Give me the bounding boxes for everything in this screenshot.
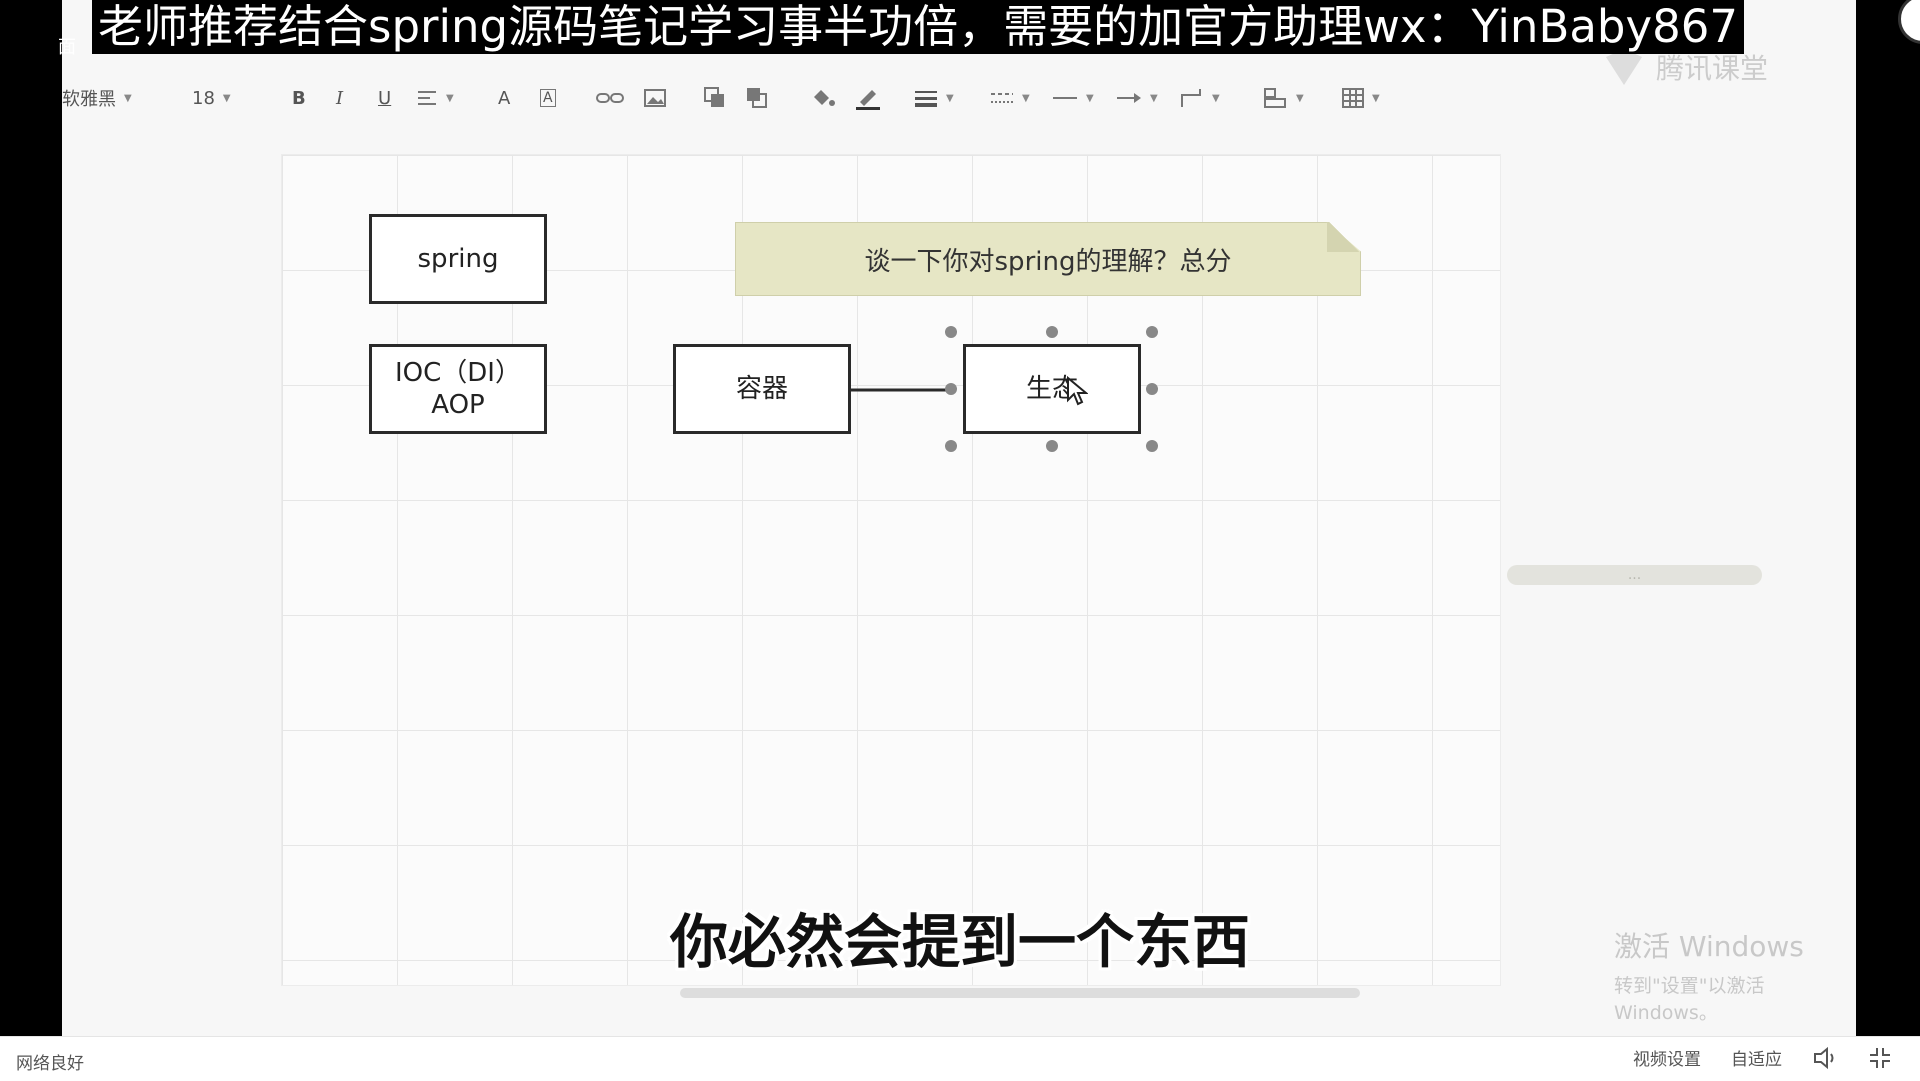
player-status-bar: 网络良好 视频设置 自适应 <box>0 1036 1920 1081</box>
fill-color-button[interactable] <box>810 72 836 124</box>
connector-style-button[interactable]: ▼ <box>1180 72 1220 124</box>
activate-windows-watermark: 激活 Windows 转到"设置"以激活 Windows。 <box>1614 925 1856 1025</box>
line-start-button[interactable]: ▼ <box>1052 72 1094 124</box>
resize-handle-bottom-left[interactable] <box>945 440 957 452</box>
mouse-cursor-icon <box>1067 376 1088 406</box>
line-color-button[interactable] <box>854 72 882 124</box>
font-color-icon: A <box>498 87 511 109</box>
node-container[interactable]: 容器 <box>673 344 851 434</box>
promo-banner-text: 老师推荐结合spring源码笔记学习事半功倍，需要的加官方助理wx：YinBab… <box>98 0 1738 53</box>
chevron-down-icon: ▼ <box>222 92 231 104</box>
auto-fit-button[interactable]: 自适应 <box>1731 1050 1782 1070</box>
align-button[interactable]: ▼ <box>416 72 454 124</box>
chevron-down-icon: ▼ <box>446 92 454 104</box>
node-label: 容器 <box>735 374 788 404</box>
logo-text: 腾讯课堂 <box>1656 52 1769 85</box>
node-label: spring <box>417 244 499 274</box>
watermark-title: 激活 Windows <box>1614 930 1804 963</box>
node-spring[interactable]: spring <box>369 214 547 304</box>
chevron-down-icon: ▼ <box>1212 92 1220 104</box>
node-label-line2: AOP <box>431 390 485 420</box>
resize-handle-bottom[interactable] <box>1046 440 1058 452</box>
exit-fullscreen-icon[interactable] <box>1868 1046 1892 1070</box>
line-end-button[interactable]: ▼ <box>1116 72 1158 124</box>
resize-handle-bottom-right[interactable] <box>1146 440 1158 452</box>
bold-icon: B <box>292 87 306 109</box>
node-label-line1: IOC（DI） <box>395 358 521 388</box>
node-ecosystem[interactable]: 生态 <box>963 344 1141 434</box>
network-status: 网络良好 <box>16 1054 84 1074</box>
font-size-select[interactable]: 18 ▼ <box>192 72 231 124</box>
pen-icon <box>856 90 880 110</box>
image-icon <box>644 89 666 107</box>
bring-front-icon <box>704 87 724 107</box>
volume-icon[interactable] <box>1812 1046 1838 1070</box>
watermark-logo: 腾讯课堂 <box>1602 44 1856 90</box>
line-weight-button[interactable]: ▼ <box>914 72 954 124</box>
dashed-line-icon <box>991 93 1013 103</box>
italic-icon: I <box>336 87 344 109</box>
link-icon <box>596 93 624 103</box>
resize-handle-top[interactable] <box>1046 326 1058 338</box>
format-toolbar: 软雅黑 ▼ 18 ▼ B I U ▼ A A <box>62 72 1856 124</box>
italic-button[interactable]: I <box>336 72 343 124</box>
watermark-subtitle: 转到"设置"以激活 Windows。 <box>1614 975 1765 1024</box>
chevron-down-icon: ▼ <box>1372 92 1380 104</box>
align-icon <box>418 91 436 105</box>
note-shape[interactable]: 谈一下你对spring的理解？总分 <box>735 222 1361 296</box>
text-highlight-icon: A <box>540 89 556 107</box>
table-grid-icon <box>1342 88 1364 108</box>
send-back-icon <box>747 88 767 108</box>
image-button[interactable] <box>644 72 666 124</box>
bring-front-button[interactable] <box>704 72 726 124</box>
chevron-down-icon: ▼ <box>1022 92 1030 104</box>
link-button[interactable] <box>596 72 624 124</box>
diagram-editor-window: 软雅黑 ▼ 18 ▼ B I U ▼ A A <box>62 0 1856 1036</box>
video-settings-button[interactable]: 视频设置 <box>1633 1050 1701 1070</box>
paint-bucket-icon <box>814 90 835 106</box>
line-weight-icon <box>915 91 937 107</box>
chevron-down-icon: ▼ <box>946 92 954 104</box>
line-start-icon <box>1053 97 1077 99</box>
text-highlight-button[interactable]: A <box>540 72 556 124</box>
note-fold-corner <box>1327 222 1361 252</box>
note-text: 谈一下你对spring的理解？总分 <box>864 246 1232 277</box>
chevron-down-icon: ▼ <box>1150 92 1158 104</box>
line-dash-button[interactable]: ▼ <box>990 72 1030 124</box>
window-edge-label: 面 <box>58 37 76 58</box>
node-ioc-aop[interactable]: IOC（DI） AOP <box>369 344 547 434</box>
resize-handle-left[interactable] <box>945 383 957 395</box>
chevron-down-icon: ▼ <box>1086 92 1094 104</box>
underline-button[interactable]: U <box>378 72 391 124</box>
font-family-value: 软雅黑 <box>62 89 116 110</box>
promo-banner: 老师推荐结合spring源码笔记学习事半功倍，需要的加官方助理wx：YinBab… <box>92 0 1744 54</box>
send-back-button[interactable] <box>746 72 768 124</box>
chevron-down-icon: ▼ <box>124 92 132 104</box>
bold-button[interactable]: B <box>292 72 306 124</box>
resize-handle-top-right[interactable] <box>1146 326 1158 338</box>
connector-line[interactable] <box>851 384 1011 396</box>
tencent-classroom-logo-icon <box>1606 49 1642 85</box>
arrow-right-icon <box>1117 93 1141 103</box>
elbow-connector-icon <box>1181 89 1201 107</box>
resize-handle-top-left[interactable] <box>945 326 957 338</box>
video-subtitle: 你必然会提到一个东西 <box>669 908 1250 976</box>
chevron-down-icon: ▼ <box>1296 92 1304 104</box>
table-button[interactable]: ▼ <box>1342 72 1380 124</box>
arrange-button[interactable]: ▼ <box>1264 72 1304 124</box>
resize-handle-right[interactable] <box>1146 383 1158 395</box>
horizontal-scrollbar[interactable] <box>680 988 1360 998</box>
arrange-icon <box>1264 88 1286 108</box>
blurred-label: ... <box>1507 565 1762 585</box>
camera-overlay-icon <box>1898 0 1920 44</box>
font-color-button[interactable]: A <box>498 72 510 124</box>
font-size-value: 18 <box>192 87 215 109</box>
font-family-select[interactable]: 软雅黑 ▼ <box>62 72 132 124</box>
underline-icon: U <box>378 87 392 109</box>
